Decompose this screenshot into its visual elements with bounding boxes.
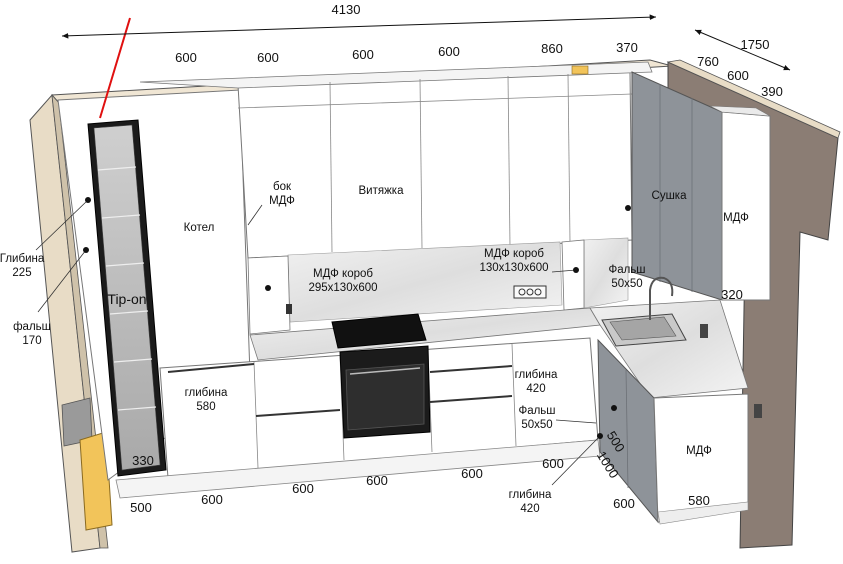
bottom-module-3: 600 (292, 481, 314, 496)
dimension-lines (61, 14, 791, 71)
left-filler-label: фальш 170 (13, 321, 51, 347)
label-line: МДФ короб (313, 268, 373, 280)
label-line: МДФ короб (484, 248, 544, 260)
bottom-module-5: 600 (461, 466, 483, 481)
depth-420-bottom-label: глибина 420 (509, 489, 552, 515)
right-depth-1: 760 (697, 54, 719, 69)
cooktop (331, 313, 427, 349)
mdf-upper-top (709, 105, 771, 117)
top-module-6: 370 (616, 40, 638, 55)
depth-580-label: глибина 580 (185, 387, 228, 413)
label-line: фальш (13, 321, 51, 333)
yellow-block (79, 431, 113, 531)
faucet (649, 276, 674, 320)
filler-upper-label: Фальш 50х50 (608, 264, 645, 290)
right-upper-label: 320 (721, 287, 743, 302)
label-line: Глибина (0, 253, 45, 265)
label-line: 580 (196, 401, 215, 413)
countertop (249, 276, 749, 399)
boiler-label: Котел (184, 222, 215, 234)
mdf-lower-label: МДФ (686, 445, 712, 457)
top-module-3: 600 (352, 47, 374, 62)
tipon-label: Tip-on (107, 291, 146, 307)
hood-label: Витяжка (359, 185, 405, 197)
column-glass (93, 124, 161, 471)
label-line: 420 (520, 503, 539, 515)
label-line: 420 (526, 383, 545, 395)
right-total-line (694, 29, 791, 71)
top-module-4: 600 (438, 44, 460, 59)
right-wall-top (666, 59, 841, 139)
label-line: глибина (185, 387, 228, 399)
label-line: 170 (22, 335, 41, 347)
right-depth-3: 390 (761, 84, 783, 99)
top-module-1: 600 (175, 50, 197, 65)
corner-600-bottom: 600 (613, 496, 635, 511)
label-line: глибина (515, 369, 558, 381)
box-left-label: МДФ короб 295х130х600 (308, 268, 377, 294)
left-depth-label: Глибина 225 (0, 253, 45, 279)
bottom-module-2: 600 (201, 492, 223, 507)
dryer-label: Сушка (652, 190, 688, 202)
lower-cabinets (115, 337, 762, 525)
box-right-label: МДФ короб 130х130х600 (479, 248, 548, 274)
label-line: 225 (12, 267, 31, 279)
tip-on-column (87, 119, 167, 477)
upper-row-top (139, 61, 653, 89)
mdf-box-right (561, 239, 585, 311)
label-line: МДФ (269, 195, 295, 207)
right-base-label: 580 (688, 493, 710, 508)
top-module-5: 860 (541, 41, 563, 56)
label-line: глибина (509, 489, 552, 501)
plinth (115, 439, 601, 499)
label-line: 50х50 (521, 419, 552, 431)
label-line: 295х130х600 (308, 282, 377, 294)
depth-420-mid-label: глибина 420 (515, 369, 558, 395)
mdf-upper-panel (721, 111, 771, 301)
total-width-label: 4130 (332, 2, 361, 17)
mdf-box-left (247, 255, 291, 335)
markers (83, 197, 631, 439)
upper-row (237, 71, 633, 259)
label-line: бок (273, 181, 292, 193)
corner-600: 600 (542, 456, 564, 471)
bottom-module-1: 500 (130, 500, 152, 515)
top-yellow-tag (571, 65, 589, 75)
mdf-upper-label: МДФ (723, 212, 749, 224)
pointer-lines (35, 199, 599, 486)
backsplash (247, 237, 629, 335)
label-line: 50х50 (611, 278, 642, 290)
label-line: Фальш (518, 405, 555, 417)
filler-mid-label: Фальш 50х50 (518, 405, 555, 431)
label-line: 130х130х600 (479, 262, 548, 274)
label-line: Фальш (608, 264, 645, 276)
total-width-line (61, 14, 657, 39)
right-depth-2: 600 (727, 68, 749, 83)
top-module-2: 600 (257, 50, 279, 65)
column-base-label: 330 (132, 453, 154, 468)
bottom-module-4: 600 (366, 473, 388, 488)
right-total-label: 1750 (741, 37, 770, 52)
